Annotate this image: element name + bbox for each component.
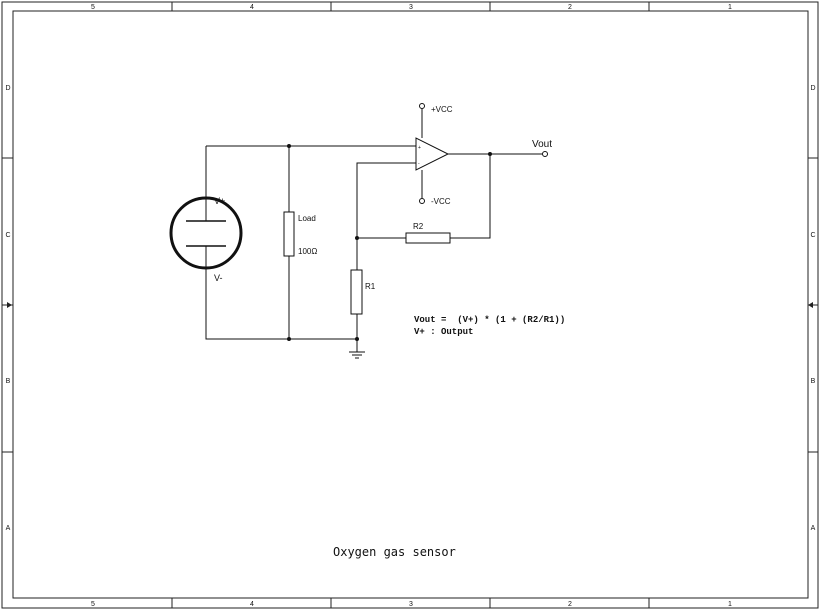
row-label-left: D [5,85,10,92]
load-value: 100Ω [298,247,317,256]
sensor-negative-label: V- [214,273,223,283]
wires [205,109,542,352]
col-label-bottom: 5 [91,601,95,608]
border-arrows [7,302,813,308]
col-label-top: 5 [91,4,95,11]
row-label-right: A [811,525,816,532]
col-label-top: 4 [250,4,254,11]
ground-icon [349,351,365,359]
row-label-left: A [6,525,11,532]
vcc-neg-label: -VCC [431,197,451,206]
col-label-top: 2 [568,4,572,11]
row-label-left: B [6,378,11,385]
oxygen-sensor-symbol [169,196,243,270]
vout-label: Vout [532,139,552,150]
opamp-plus-label: + [418,145,421,151]
col-label-bottom: 4 [250,601,254,608]
load-resistor [283,211,295,257]
col-label-top: 3 [409,4,413,11]
formula-line-2: V+ : Output [414,327,473,337]
vcc-neg-terminal [419,198,425,204]
opamp-symbol [415,137,450,171]
formula-line-1: Vout = (V+) * (1 + (R2/R1)) [414,315,565,325]
load-label: Load [298,214,316,223]
junction-dots [287,144,492,341]
vcc-pos-terminal [419,103,425,109]
resistor-r1 [350,269,363,315]
col-label-bottom: 3 [409,601,413,608]
row-label-right: B [811,378,816,385]
opamp-minus-label: - [418,161,420,167]
row-label-right: D [810,85,815,92]
col-label-bottom: 2 [568,601,572,608]
drawing-title: Oxygen gas sensor [333,545,456,559]
col-label-bottom: 1 [728,601,732,608]
row-label-left: C [5,232,10,239]
r2-label: R2 [413,222,424,231]
col-label-top: 1 [728,4,732,11]
vcc-pos-label: +VCC [431,105,453,114]
resistor-r2 [405,232,451,244]
vout-terminal [542,151,548,157]
row-label-right: C [810,232,815,239]
r1-label: R1 [365,282,376,291]
sensor-positive-label: V+ [214,196,225,206]
